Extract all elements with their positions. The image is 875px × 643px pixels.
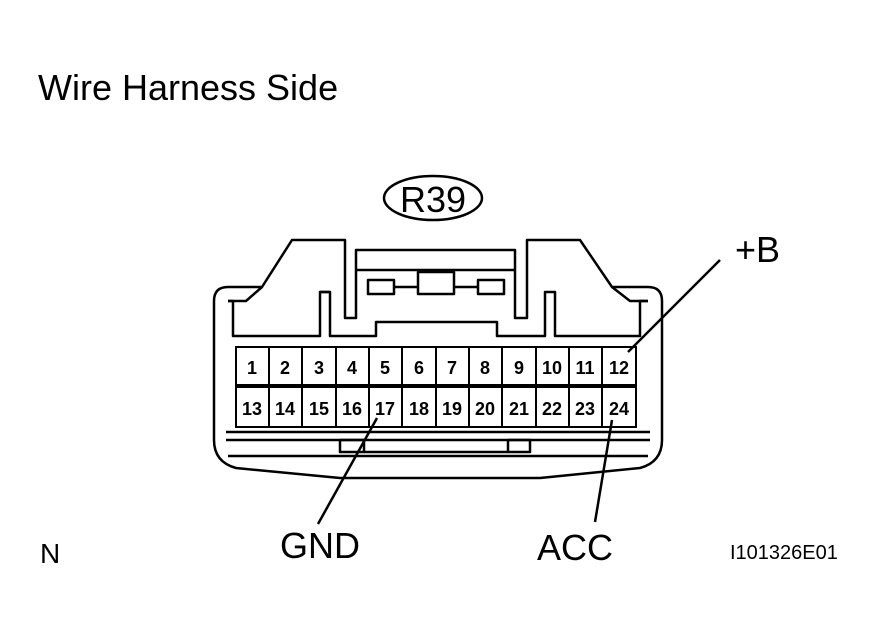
pin-label: 6 (414, 358, 424, 378)
connector-housing (212, 238, 664, 480)
leader-plus-b (627, 259, 721, 353)
pin-label: 2 (280, 358, 290, 378)
pin-label: 14 (275, 399, 295, 419)
pin-label: 18 (409, 399, 429, 419)
callout-label-acc: ACC (537, 527, 613, 568)
leader-acc (593, 419, 614, 523)
pin-label: 9 (514, 358, 524, 378)
pin-label: 21 (509, 399, 529, 419)
pin-label: 20 (475, 399, 495, 419)
connector-id-badge: R39 (382, 174, 484, 222)
pin-label: 24 (609, 399, 629, 419)
pin-label: 16 (342, 399, 362, 419)
pin-label: 3 (314, 358, 324, 378)
diagram-title: Wire Harness Side (38, 67, 339, 108)
reference-code: I101326E01 (730, 542, 838, 564)
orientation-mark: N (40, 538, 61, 569)
pin-label: 7 (447, 358, 457, 378)
pin-label: 12 (609, 358, 629, 378)
pin-label: 8 (480, 358, 490, 378)
callout-leaders (316, 259, 721, 525)
callout-label-gnd: GND (280, 525, 360, 566)
pin-label: 1 (247, 358, 257, 378)
pin-labels-top-row: 1 2 3 4 5 6 7 8 9 10 11 12 (247, 358, 629, 378)
pin-label: 13 (242, 399, 262, 419)
pin-label: 22 (542, 399, 562, 419)
pin-dividers (268, 347, 603, 427)
pin-label: 10 (542, 358, 562, 378)
connector-id-label: R39 (400, 179, 466, 220)
leader-gnd (316, 417, 379, 525)
pin-labels-bottom-row: 13 14 15 16 17 18 19 20 21 22 23 24 (242, 399, 629, 419)
pin-label: 19 (442, 399, 462, 419)
pin-label: 15 (309, 399, 329, 419)
callout-label-plus-b: +B (735, 229, 780, 270)
pin-label: 5 (380, 358, 390, 378)
pin-label: 4 (347, 358, 357, 378)
pin-label: 11 (575, 358, 594, 378)
pin-label: 17 (375, 399, 395, 419)
pin-label: 23 (575, 399, 595, 419)
